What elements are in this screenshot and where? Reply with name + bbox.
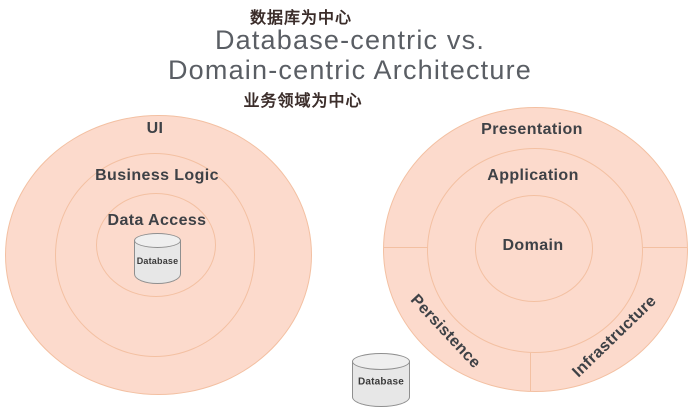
cylinder-top-ellipse [134, 233, 181, 248]
database-cylinder-external: Database [352, 353, 410, 407]
annotation-domain-centric-cn: 业务领域为中心 [243, 93, 363, 110]
left-ring-label-business-logic: Business Logic [95, 167, 219, 184]
database-label: Database [357, 376, 405, 388]
sector-divider-left [384, 247, 428, 248]
sector-divider-bottom [530, 353, 531, 391]
right-inner-ring-domain [475, 195, 593, 302]
page-title: Database-centric vs. Domain-centric Arch… [168, 25, 532, 85]
sector-divider-right [643, 247, 687, 248]
right-ring-label-domain: Domain [502, 237, 564, 254]
title-line-2: Domain-centric Architecture [167, 55, 533, 85]
title-line-1: Database-centric vs. [214, 25, 486, 55]
left-ring-label-ui: UI [146, 120, 164, 137]
left-ring-label-data-access: Data Access [107, 212, 207, 229]
database-cylinder-center: Database [134, 233, 181, 284]
database-label: Database [136, 255, 179, 266]
right-ring-label-application: Application [487, 167, 579, 184]
left-middle-ring-business-logic [55, 153, 255, 357]
annotation-database-centric-cn: 数据库为中心 [249, 10, 353, 27]
right-ring-label-presentation: Presentation [481, 121, 583, 138]
cylinder-top-ellipse [352, 353, 410, 370]
